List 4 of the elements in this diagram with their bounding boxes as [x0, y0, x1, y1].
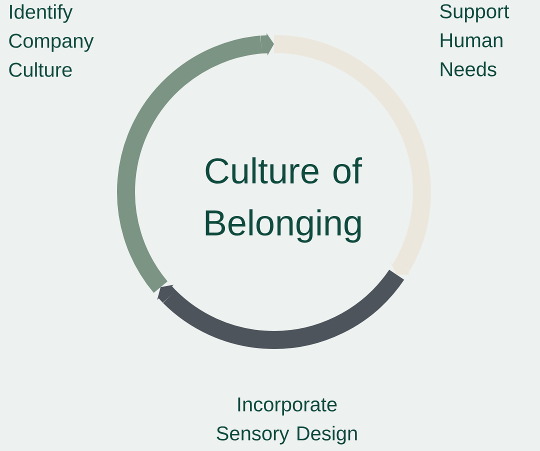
stage-label: Incorporate Sensory Design	[216, 398, 357, 444]
stage-label: Support Human Needs	[440, 4, 510, 76]
center-title: Culture of Belonging	[206, 157, 362, 243]
stage-label: Identify Company Culture	[9, 4, 94, 77]
